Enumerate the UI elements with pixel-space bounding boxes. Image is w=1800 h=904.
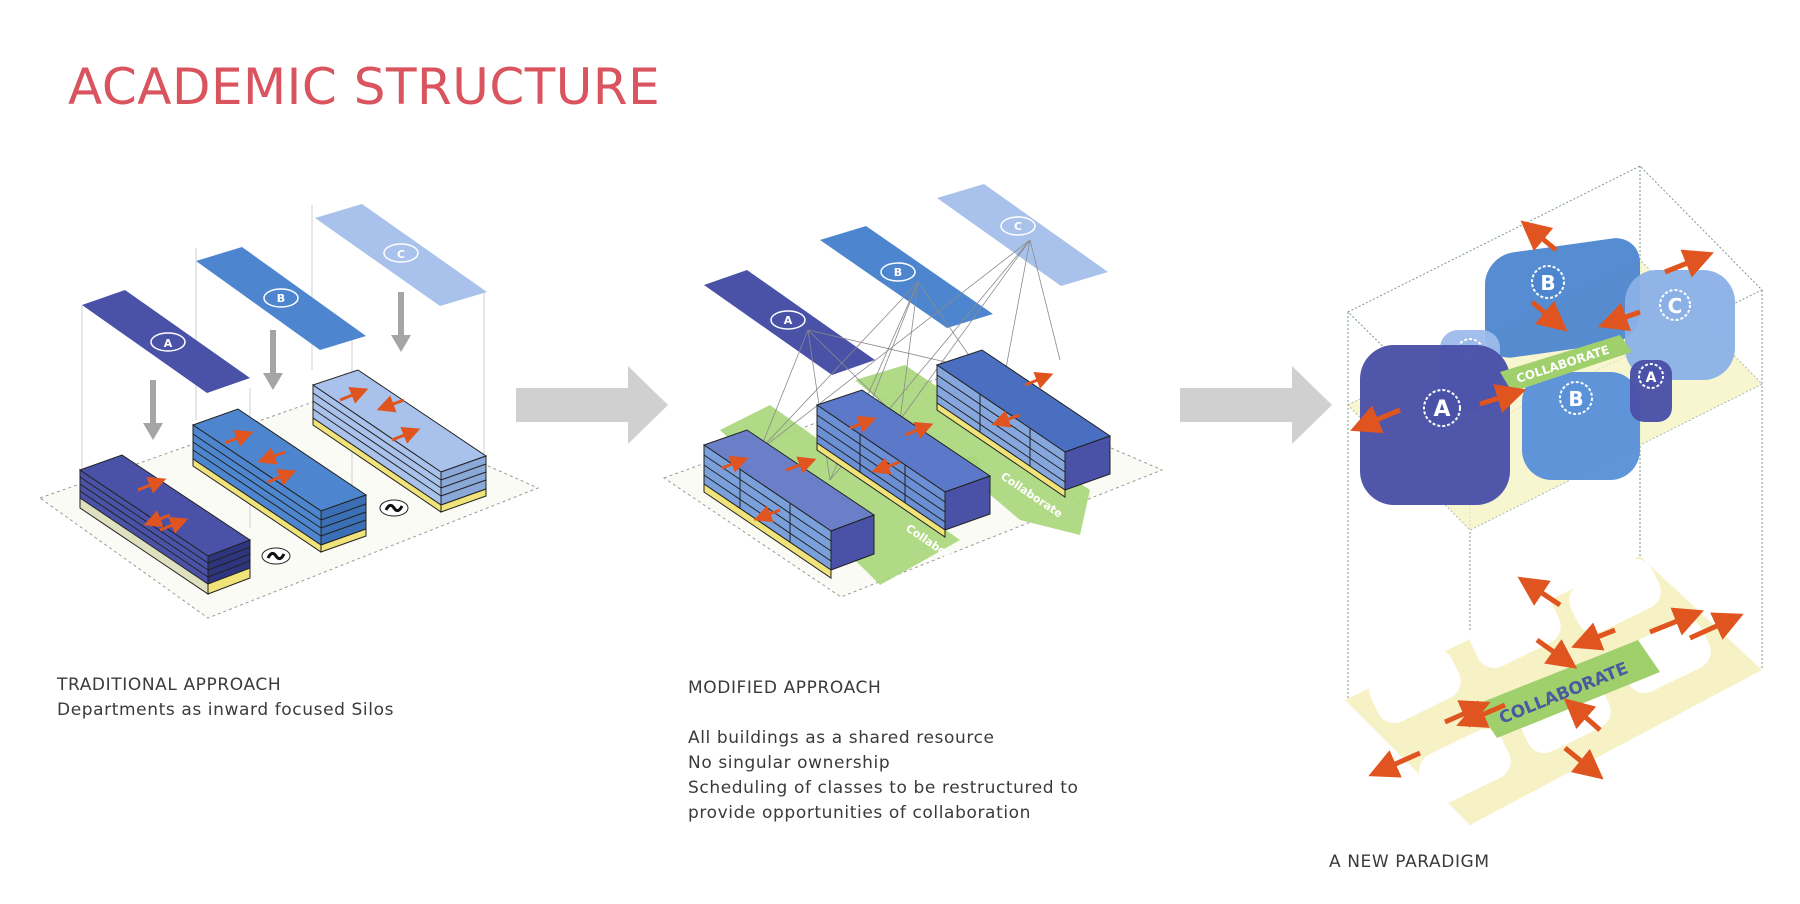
gray-down-arrows: [143, 292, 411, 440]
dept-slab-c: C: [937, 184, 1108, 286]
mixed-building-2: [815, 389, 992, 538]
blob-label-a-small: A: [1646, 370, 1657, 386]
slab-label-a: A: [164, 337, 173, 350]
mixed-building-3: [935, 349, 1112, 498]
blob-a-left: A: [1360, 345, 1510, 505]
blob-a-small: A: [1630, 360, 1672, 422]
disconnect-icon: [261, 499, 409, 565]
page-title: ACADEMIC STRUCTURE: [68, 58, 661, 116]
collaborate-zone: [1475, 640, 1660, 738]
traditional-heading: TRADITIONAL APPROACH: [57, 675, 282, 695]
paradigm-diagram: B C C A B A COLLABORATE: [1345, 165, 1763, 825]
dept-slab-b: B: [820, 226, 993, 328]
traditional-line-1: Departments as inward focused Silos: [57, 700, 395, 720]
slab-label-b: B: [894, 266, 902, 279]
slab-label-c: C: [397, 248, 405, 261]
mixed-building-1: [702, 429, 876, 579]
modified-line-1: All buildings as a shared resource: [688, 728, 995, 748]
blob-label-b: B: [1540, 271, 1555, 295]
modified-line-3: Scheduling of classes to be restructured…: [688, 778, 1079, 798]
modified-line-4: provide opportunities of collaboration: [688, 803, 1032, 823]
dept-slab-a: A: [704, 270, 875, 375]
flow-arrow-2: [1180, 366, 1332, 444]
paradigm-caption: A NEW PARADIGM: [1329, 850, 1490, 875]
blob-label-a: A: [1433, 397, 1450, 422]
slab-label-a: A: [784, 314, 793, 327]
modified-heading: MODIFIED APPROACH: [688, 678, 882, 698]
dept-slab-b: B: [196, 247, 366, 350]
dept-slab-a: A: [82, 290, 250, 393]
slab-label-c: C: [1014, 220, 1022, 233]
building-b: [191, 408, 368, 553]
blob-b-bottom: B: [1522, 372, 1640, 480]
outward-arrows-bottom: [1368, 576, 1744, 780]
modified-line-2: No singular ownership: [688, 753, 891, 773]
flow-arrow-1: [516, 366, 668, 444]
blob-c-right: C: [1625, 270, 1735, 380]
modified-caption: MODIFIED APPROACH All buildings as a sha…: [688, 676, 1078, 826]
traditional-diagram: A B C: [38, 204, 540, 619]
blob-label-b-bottom: B: [1568, 387, 1583, 411]
outward-arrows-top: [1350, 220, 1714, 434]
paradigm-heading: A NEW PARADIGM: [1329, 852, 1490, 872]
slab-label-b: B: [277, 292, 285, 305]
building-a: [78, 454, 252, 595]
collaborate-path-2: [855, 365, 1090, 535]
modified-diagram: Collaborate Collaborate A B C: [662, 184, 1164, 598]
traditional-caption: TRADITIONAL APPROACH Departments as inwa…: [57, 673, 394, 723]
blob-label-c: C: [1668, 294, 1683, 318]
dept-slab-c: C: [315, 204, 487, 306]
building-c: [311, 369, 488, 513]
